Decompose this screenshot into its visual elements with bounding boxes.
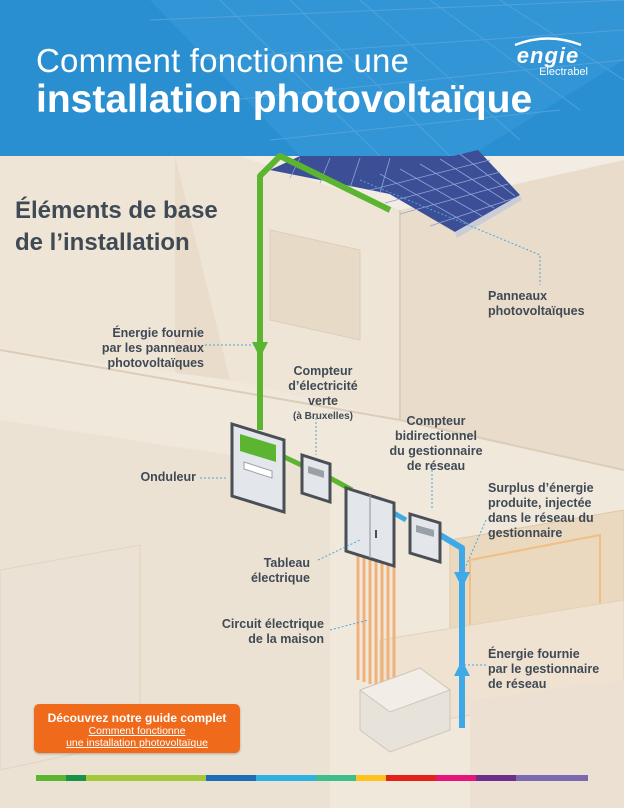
label-compteur-verte-note: (à Bruxelles) [292, 411, 354, 422]
cta-link-line-1[interactable]: Comment fonctionne [88, 725, 186, 737]
label-surplus-line-3: dans le réseau du [488, 511, 594, 525]
cta-link-line-2[interactable]: une installation photovoltaïque [66, 737, 208, 749]
label-surplus-line-1: Surplus d’énergie [488, 481, 594, 495]
label-compteur-verte-line-1: Compteur [293, 364, 353, 378]
label-compteur-verte: Compteur d’électricité verte (à Bruxelle… [270, 364, 376, 424]
label-energie-panneaux-line-3: photovoltaïques [107, 356, 204, 370]
color-bar-segment [516, 775, 588, 781]
label-panneaux: Panneaux photovoltaïques [488, 289, 585, 319]
label-energie-panneaux-line-1: Énergie fournie [112, 326, 204, 340]
green-arrow-down-icon [252, 342, 268, 358]
label-compteur-bidir-line-1: Compteur [406, 414, 466, 428]
color-bar-segment [436, 775, 476, 781]
color-bar-segment [386, 775, 436, 781]
label-compteur-verte-line-3: verte [308, 394, 338, 408]
tableau-device [344, 485, 396, 569]
label-energie-panneaux-line-2: par les panneaux [101, 341, 204, 355]
label-energie-gestionnaire-line-2: par le gestionnaire [488, 662, 600, 676]
engie-logo: engie Electrabel [502, 36, 594, 78]
label-energie-gestionnaire-line-3: de réseau [488, 677, 547, 691]
label-surplus-line-2: produite, injectée [488, 496, 592, 510]
color-bar-segment [316, 775, 356, 781]
label-compteur-bidir-line-2: bidirectionnel [395, 429, 477, 443]
label-circuit: Circuit électrique de la maison [200, 617, 324, 647]
compteur-bidir-device [408, 511, 442, 565]
label-tableau-line-2: électrique [250, 571, 310, 585]
onduleur-device [230, 421, 286, 515]
logo-wordmark: engie [516, 43, 580, 68]
header-solar-panels-graphic [149, 0, 624, 156]
label-compteur-bidir: Compteur bidirectionnel du gestionnaire … [380, 414, 492, 474]
label-surplus-line-4: gestionnaire [488, 526, 563, 540]
color-bar-segment [206, 775, 256, 781]
label-compteur-bidir-line-4: de réseau [406, 459, 466, 473]
label-energie-gestionnaire: Énergie fournie par le gestionnaire de r… [488, 647, 599, 692]
title-line-2: installation photovoltaïque [36, 78, 533, 121]
label-circuit-line-2: de la maison [248, 632, 324, 646]
color-bar-segment [476, 775, 516, 781]
section-title-line-2: de l’installation [15, 229, 190, 256]
color-bar-segment [356, 775, 386, 781]
basement-box [358, 667, 452, 753]
color-bar-segment [256, 775, 316, 781]
color-bar-segment [66, 775, 86, 781]
section-title: Éléments de base de l’installation [15, 195, 218, 259]
label-panneaux-line-2: photovoltaïques [488, 304, 585, 318]
label-compteur-bidir-line-3: du gestionnaire [389, 444, 483, 458]
label-energie-panneaux: Énergie fournie par les panneaux photovo… [84, 326, 204, 371]
label-circuit-line-1: Circuit électrique [221, 617, 324, 631]
color-bar-segment [36, 775, 66, 781]
label-tableau: Tableau électrique [220, 556, 310, 586]
house-wiring [356, 555, 396, 692]
title-line-1: Comment fonctionne une [36, 42, 410, 79]
label-energie-gestionnaire-line-1: Énergie fournie [488, 647, 580, 661]
footer-color-bar [36, 775, 588, 781]
section-title-line-1: Éléments de base [15, 197, 218, 224]
color-bar-segment [86, 775, 206, 781]
label-panneaux-line-1: Panneaux [488, 289, 548, 303]
logo-arc-icon [514, 37, 582, 46]
label-surplus: Surplus d’énergie produite, injectée dan… [488, 481, 594, 541]
blue-arrow-down-icon [454, 572, 470, 588]
label-leader-lines [200, 179, 541, 666]
blue-arrow-up-icon [454, 660, 470, 676]
cta-title: Découvrez notre guide complet [47, 711, 227, 725]
logo-subtitle: Electrabel [539, 66, 588, 78]
label-onduleur: Onduleur [140, 470, 196, 484]
header-banner: Comment fonctionne une installation phot… [0, 0, 624, 156]
label-compteur-verte-line-2: d’électricité [288, 379, 358, 393]
guide-cta-button[interactable]: Découvrez notre guide complet Comment fo… [34, 704, 240, 753]
solar-panels [270, 150, 522, 238]
compteur-verte-device [300, 452, 332, 505]
label-tableau-line-1: Tableau [263, 556, 310, 570]
